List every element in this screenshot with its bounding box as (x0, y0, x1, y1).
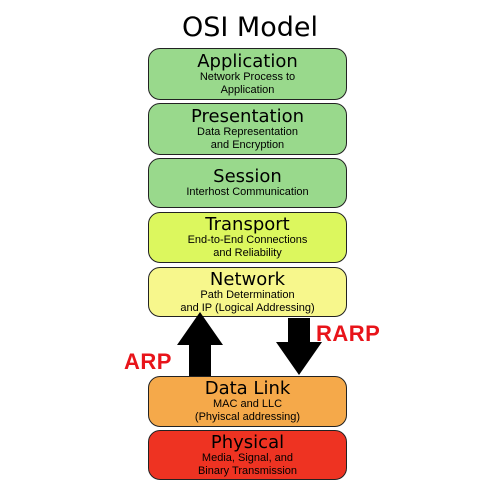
layer-description: MAC and LLC (Phyiscal addressing) (194, 398, 301, 423)
layer-presentation: Presentation Data Representation and Enc… (148, 103, 347, 155)
arp-label: ARP (124, 349, 172, 374)
layer-name: Physical (210, 431, 285, 453)
arp-up-arrow (177, 312, 223, 376)
layer-transport: Transport End-to-End Connections and Rel… (148, 212, 347, 263)
layer-description: Media, Signal, and Binary Transmission (197, 451, 298, 477)
layer-description: Interhost Communication (186, 186, 309, 198)
layer-data-link: Data Link MAC and LLC (Phyiscal addressi… (148, 376, 347, 427)
layer-name: Application (197, 50, 298, 72)
layer-application: Application Network Process to Applicati… (148, 48, 347, 100)
layer-network: Network Path Determination and IP (Logic… (148, 267, 347, 317)
layer-description: Path Determination and IP (Logical Addre… (180, 288, 315, 314)
layer-description: Network Process to Application (199, 70, 296, 96)
layer-name: Network (209, 268, 286, 290)
layer-name: Presentation (190, 105, 305, 127)
layer-session: Session Interhost Communication (148, 158, 347, 208)
layer-name: Data Link (204, 378, 291, 399)
rarp-label: RARP (316, 321, 381, 346)
layer-description: End-to-End Connections and Reliability (187, 234, 308, 259)
layer-name: Session (213, 166, 282, 187)
layer-name: Transport (205, 214, 290, 235)
layer-description: Data Representation and Encryption (197, 125, 298, 151)
diagram-title: OSI Model (181, 12, 318, 43)
layer-physical: Physical Media, Signal, and Binary Trans… (148, 430, 347, 480)
rarp-down-arrow (276, 318, 322, 375)
